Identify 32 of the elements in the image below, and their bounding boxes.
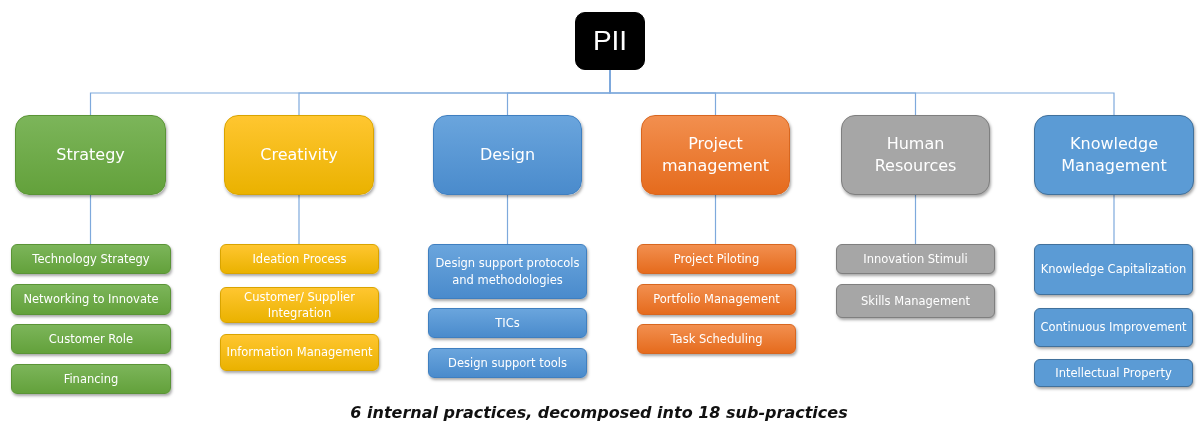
sub-practice-box: Task Scheduling	[637, 324, 796, 354]
sub-practice-box: TICs	[428, 308, 587, 338]
sub-practice-box: Customer/ Supplier Integration	[220, 287, 379, 323]
sub-practice-box: Information Management	[220, 334, 379, 371]
connector-line	[714, 194, 717, 245]
sub-practice-box: Networking to Innovate	[11, 284, 171, 315]
sub-practice-box: Design support tools	[428, 348, 587, 378]
sub-practice-box: Skills Management	[836, 284, 995, 318]
sub-practice-box: Design support protocols and methodologies	[428, 244, 587, 299]
practice-box: Project management	[641, 115, 790, 195]
caption: 6 internal practices, decomposed into 18 sub-practices	[350, 403, 848, 422]
connector-line	[298, 194, 300, 245]
practice-box: Strategy	[15, 115, 166, 195]
connector-line	[1113, 194, 1115, 245]
sub-practice-box: Knowledge Capitalization	[1034, 244, 1193, 295]
connector-line	[914, 194, 917, 245]
practice-box: Creativity	[224, 115, 374, 195]
practice-box: Design	[433, 115, 582, 195]
connector-line	[89, 194, 92, 245]
practice-box: Knowledge Management	[1034, 115, 1194, 195]
connector-line	[506, 194, 509, 245]
practice-box: Human Resources	[841, 115, 990, 195]
sub-practice-box: Portfolio Management	[637, 284, 796, 315]
root-box: PII	[575, 12, 645, 70]
sub-practice-box: Customer Role	[11, 324, 171, 354]
sub-practice-box: Financing	[11, 364, 171, 394]
sub-practice-box: Continuous Improvement	[1034, 308, 1193, 347]
sub-practice-box: Technology Strategy	[11, 244, 171, 274]
sub-practice-box: Ideation Process	[220, 244, 379, 274]
sub-practice-box: Intellectual Property	[1034, 359, 1193, 387]
sub-practice-box: Project Piloting	[637, 244, 796, 274]
sub-practice-box: Innovation Stimuli	[836, 244, 995, 274]
